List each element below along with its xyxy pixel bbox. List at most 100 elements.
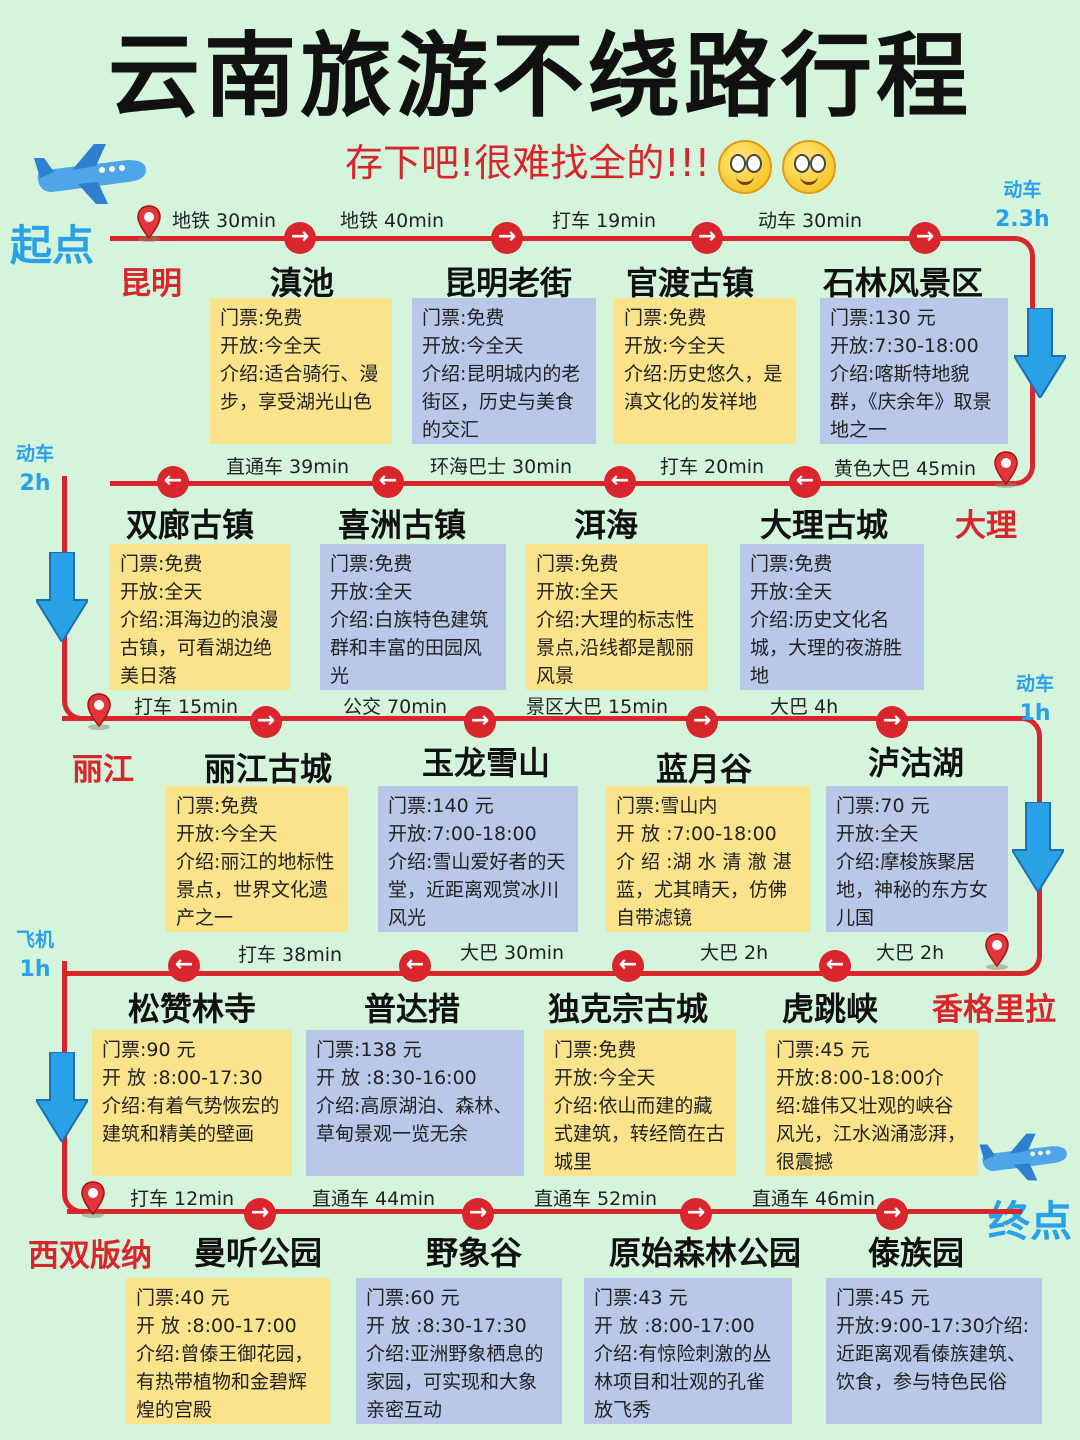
info-line: 门票:130 元 (830, 307, 936, 329)
right-arrow-icon: → (876, 1198, 908, 1230)
segment-label: 直通车 52min (534, 1188, 658, 1210)
right-arrow-icon: → (909, 222, 941, 254)
right-arrow-icon: → (876, 706, 908, 738)
route-line (67, 1209, 987, 1214)
segment-label: 打车 19min (552, 210, 657, 232)
info-line: 门票:免费 (536, 553, 619, 575)
info-line: 介绍:雪山爱好者的天堂，近距离观赏冰川风光 (388, 851, 566, 929)
down-arrow-icon (1012, 802, 1064, 892)
info-line: 开放:全天 (750, 581, 833, 603)
segment-label: 地铁 30min (172, 210, 277, 232)
place-name: 洱海 (573, 506, 638, 544)
info-line: 介绍:适合骑行、漫步，享受湖光山色 (220, 363, 379, 413)
place-name: 虎跳峡 (781, 990, 878, 1028)
place-name: 原始森林公园 (608, 1234, 801, 1272)
info-card: 门票:免费开放:全天介绍:大理的标志性景点,沿线都是靓丽风景 (526, 544, 708, 690)
location-pin-icon (993, 450, 1019, 488)
info-line: 开 放 :8:30-17:30 (366, 1315, 527, 1337)
place-name: 野象谷 (425, 1234, 522, 1272)
info-card: 门票:免费开放:今全天介绍:丽江的地标性景点，世界文化遗产之一 (166, 786, 348, 932)
down-arrow-icon (36, 1052, 88, 1142)
info-line: 门票:70 元 (836, 795, 930, 817)
place-name: 松赞林寺 (127, 990, 256, 1028)
start-label: 起点 (10, 221, 95, 270)
place-name: 玉龙雪山 (421, 744, 550, 782)
info-line: 介绍:依山而建的藏式建筑，转经筒在古城里 (554, 1095, 726, 1173)
info-line: 开 放 :8:00-17:30 (102, 1067, 263, 1089)
info-card: 门票:免费开放:全天介绍:洱海边的浪漫古镇，可看湖边绝美日落 (110, 544, 290, 690)
info-line: 门票:45 元 (836, 1287, 930, 1309)
segment-label: 黄色大巴 45min (834, 458, 977, 480)
smile-emoji-icon (718, 140, 772, 194)
place-name: 曼听公园 (193, 1234, 322, 1272)
left-arrow-icon: ← (372, 466, 404, 498)
info-card: 门票:免费开放:今全天介绍:昆明城内的老街区，历史与美食的交汇 (412, 298, 596, 444)
place-name: 普达措 (363, 990, 460, 1028)
place-name: 丽江古城 (203, 750, 332, 788)
left-arrow-icon: ← (604, 466, 636, 498)
smile-emoji-icon (782, 140, 836, 194)
place-name: 独克宗古城 (547, 990, 708, 1028)
info-line: 介绍:有惊险刺激的丛林项目和壮观的孔雀放飞秀 (594, 1343, 772, 1421)
down-arrow-icon (36, 552, 88, 642)
info-line: 介绍:洱海边的浪漫古镇，可看湖边绝美日落 (120, 609, 279, 687)
segment-label: 公交 70min (343, 696, 448, 718)
info-line: 介绍:高原湖泊、森林、草甸景观一览无余 (316, 1095, 513, 1145)
info-line: 开 放 :8:00-17:00 (594, 1315, 755, 1337)
left-arrow-icon: ← (789, 466, 821, 498)
info-line: 开 放 :8:30-16:00 (316, 1067, 477, 1089)
info-line: 开放:今全天 (554, 1067, 656, 1089)
right-arrow-icon: → (464, 706, 496, 738)
info-line: 介绍:丽江的地标性景点，世界文化遗产之一 (176, 851, 335, 929)
info-line: 开放:全天 (120, 581, 203, 603)
place-name: 蓝月谷 (655, 750, 752, 788)
segment-label: 打车 15min (134, 696, 239, 718)
info-line: 门票:免费 (330, 553, 413, 575)
place-name: 滇池 (269, 264, 334, 302)
info-card: 门票:免费开放:今全天介绍:依山而建的藏式建筑，转经筒在古城里 (544, 1030, 736, 1176)
location-pin-icon (80, 1180, 106, 1218)
info-line: 开放:全天 (536, 581, 619, 603)
info-line: 门票:140 元 (388, 795, 494, 817)
info-line: 开放:今全天 (624, 335, 726, 357)
info-card: 门票:45 元开放:8:00-18:00介绍:雄伟又壮观的峡谷风光，江水汹涌澎湃… (766, 1030, 978, 1176)
right-arrow-icon: → (284, 222, 316, 254)
location-pin-icon (984, 932, 1010, 970)
right-arrow-icon: → (680, 1198, 712, 1230)
left-arrow-icon: ← (157, 466, 189, 498)
segment-label: 直通车 39min (226, 456, 350, 478)
place-name: 泸沽湖 (867, 744, 964, 782)
segment-label: 打车 12min (130, 1188, 235, 1210)
info-card: 门票:免费开放:全天介绍:白族特色建筑群和丰富的田园风光 (320, 544, 506, 690)
city-label: 昆明 (120, 266, 182, 302)
segment-label: 大巴 4h (770, 696, 839, 718)
info-line: 介绍:历史文化名城，大理的夜游胜地 (750, 609, 903, 687)
info-line: 介绍:白族特色建筑群和丰富的田园风光 (330, 609, 489, 687)
place-name: 昆明老街 (443, 264, 572, 302)
page-title: 云南旅游不绕路行程 (107, 23, 972, 130)
info-line: 介绍:昆明城内的老街区，历史与美食的交汇 (422, 363, 581, 441)
segment-label: 大巴 2h (700, 942, 769, 964)
info-card: 门票:免费开放:今全天介绍:适合骑行、漫步，享受湖光山色 (210, 298, 392, 444)
segment-label: 环海巴士 30min (430, 456, 573, 478)
location-pin-icon (136, 204, 162, 242)
info-line: 开放:7:00-18:00 (388, 823, 537, 845)
segment-label: 大巴 2h (876, 942, 945, 964)
info-line: 开 放 :7:00-18:00 (616, 823, 777, 845)
city-label: 丽江 (72, 752, 134, 788)
airplane-icon (34, 144, 146, 204)
info-line: 介 绍 :湖 水 清 澈 湛蓝，尤其晴天，仿佛自带滤镜 (616, 851, 792, 929)
info-line: 门票:免费 (422, 307, 505, 329)
info-line: 开放:全天 (836, 823, 919, 845)
segment-label: 直通车 46min (752, 1188, 876, 1210)
info-line: 介绍:亚洲野象栖息的家园，可实现和大象亲密互动 (366, 1343, 544, 1421)
left-arrow-icon: ← (168, 950, 200, 982)
info-line: 开放:9:00-17:30介绍:近距离观看傣族建筑、饮食，参与特色民俗 (836, 1315, 1030, 1393)
info-line: 门票:免费 (624, 307, 707, 329)
